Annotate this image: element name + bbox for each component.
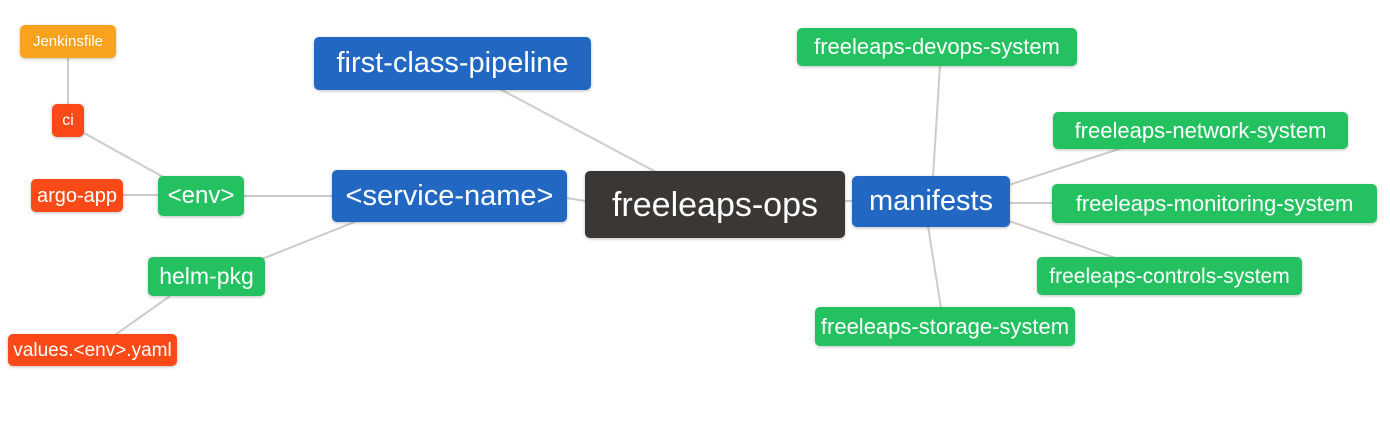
node-env[interactable]: <env> <box>158 176 244 216</box>
edge-service-name-helm-pkg <box>261 220 358 260</box>
edge-helm-pkg-values <box>114 295 171 336</box>
node-monitoring-system[interactable]: freeleaps-monitoring-system <box>1052 184 1377 223</box>
node-jenkinsfile[interactable]: Jenkinsfile <box>20 25 116 58</box>
edge-service-name-ops <box>566 197 586 202</box>
edge-manifests-network <box>1008 147 1123 186</box>
node-ci[interactable]: ci <box>52 104 84 137</box>
node-helm-pkg[interactable]: helm-pkg <box>148 257 265 296</box>
node-service-name[interactable]: <service-name> <box>332 170 567 222</box>
node-values-env-yaml[interactable]: values.<env>.yaml <box>8 334 177 366</box>
node-storage-system[interactable]: freeleaps-storage-system <box>815 307 1075 346</box>
node-manifests[interactable]: manifests <box>852 176 1010 227</box>
edge-manifests-controls <box>1008 220 1116 259</box>
edge-manifests-storage <box>927 225 942 309</box>
node-first-class-pipeline[interactable]: first-class-pipeline <box>314 37 591 90</box>
node-devops-system[interactable]: freeleaps-devops-system <box>797 28 1077 66</box>
edge-pipeline-ops <box>499 88 657 173</box>
node-network-system[interactable]: freeleaps-network-system <box>1053 112 1348 149</box>
node-controls-system[interactable]: freeleaps-controls-system <box>1037 257 1302 295</box>
edge-manifests-devops <box>932 64 941 178</box>
edge-ci-env <box>83 132 166 179</box>
node-freeleaps-ops-root[interactable]: freeleaps-ops <box>585 171 845 238</box>
node-argo-app[interactable]: argo-app <box>31 179 123 212</box>
